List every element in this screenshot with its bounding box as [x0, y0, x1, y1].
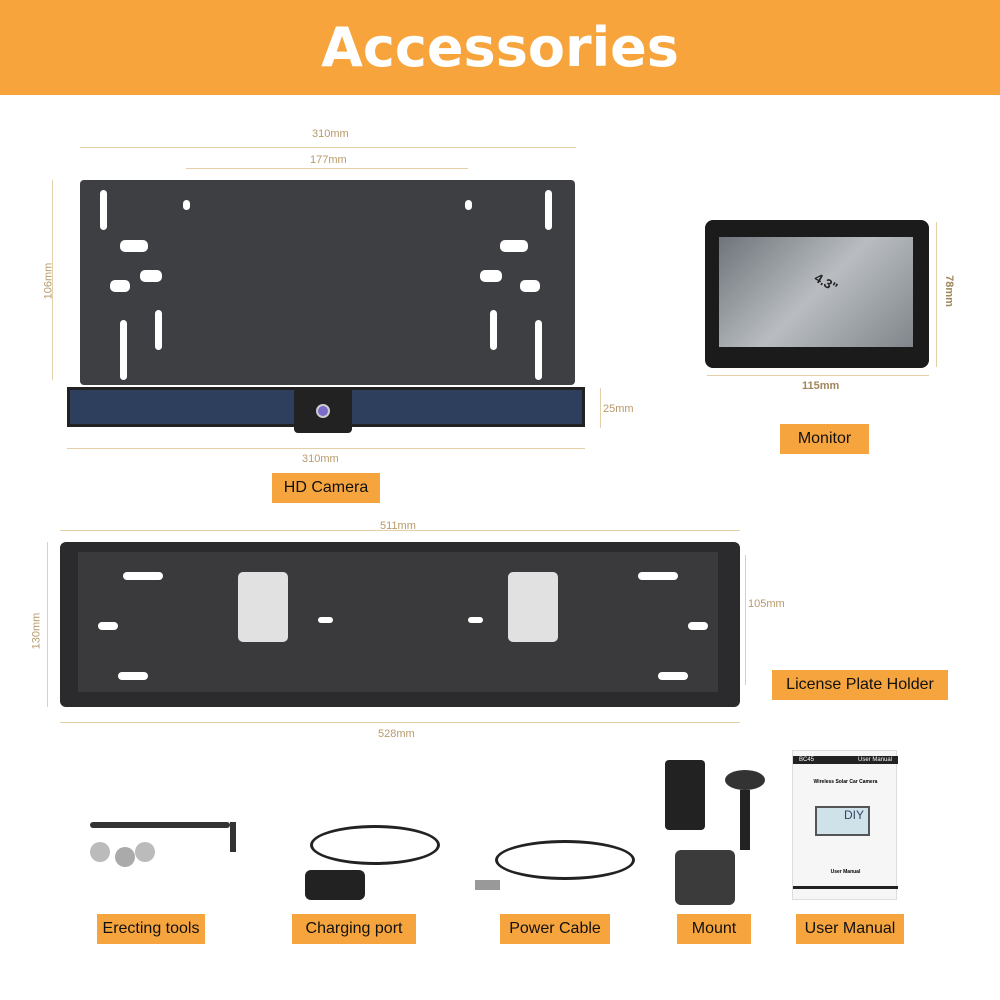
- camera-width-bottom: 310mm: [302, 453, 339, 465]
- mount-image: [655, 760, 775, 910]
- hd-camera-label: HD Camera: [272, 473, 380, 503]
- dimension-line: [80, 147, 576, 148]
- license-plate-bracket: [80, 180, 575, 385]
- dimension-line: [186, 168, 468, 169]
- monitor-width: 115mm: [802, 380, 840, 392]
- camera-width-top: 310mm: [312, 128, 349, 140]
- charging-port-image: [290, 825, 440, 905]
- holder-inner-height: 105mm: [748, 598, 785, 610]
- monitor-label: Monitor: [780, 424, 869, 454]
- dimension-line: [707, 375, 929, 376]
- manual-model: BC45: [799, 757, 815, 763]
- monitor-screen: 4.3": [719, 237, 913, 347]
- header-banner: Accessories: [0, 0, 1000, 95]
- camera-module: [294, 388, 352, 433]
- user-manual-label: User Manual: [796, 914, 904, 944]
- mount-label: Mount: [677, 914, 751, 944]
- charging-port-label: Charging port: [292, 914, 416, 944]
- manual-footer: User Manual: [830, 869, 861, 875]
- dimension-line: [67, 448, 585, 449]
- holder-inner-width: 511mm: [380, 520, 416, 532]
- dimension-line: [52, 180, 53, 380]
- power-cable-image: [475, 835, 635, 895]
- page-title: Accessories: [321, 16, 679, 79]
- license-plate-holder-label: License Plate Holder: [772, 670, 948, 700]
- user-manual-image: BC45 User Manual Wireless Solar Car Came…: [792, 750, 898, 900]
- erecting-tools-label: Erecting tools: [97, 914, 205, 944]
- manual-brand: DIY: [815, 806, 870, 836]
- manual-header: User Manual: [857, 757, 892, 763]
- monitor-height: 78mm: [942, 275, 955, 307]
- dimension-line: [600, 388, 601, 428]
- dimension-line: [936, 222, 937, 367]
- holder-outer-width: 528mm: [378, 728, 415, 740]
- manual-product: Wireless Solar Car Camera: [813, 779, 878, 785]
- holder-outer-height: 130mm: [30, 612, 43, 650]
- monitor-diagonal: 4.3": [811, 269, 841, 296]
- dimension-line: [60, 722, 740, 723]
- dimension-line: [47, 542, 48, 707]
- camera-height: 106mm: [42, 262, 55, 300]
- dimension-line: [60, 530, 740, 531]
- camera-hole-spacing: 177mm: [310, 154, 347, 166]
- dimension-line: [745, 555, 746, 685]
- camera-lens-icon: [316, 404, 330, 418]
- camera-bar-height: 25mm: [603, 403, 634, 415]
- power-cable-label: Power Cable: [500, 914, 610, 944]
- erecting-tools-image: [90, 822, 236, 882]
- license-plate-holder: [60, 542, 740, 707]
- monitor-device: 4.3": [705, 220, 929, 368]
